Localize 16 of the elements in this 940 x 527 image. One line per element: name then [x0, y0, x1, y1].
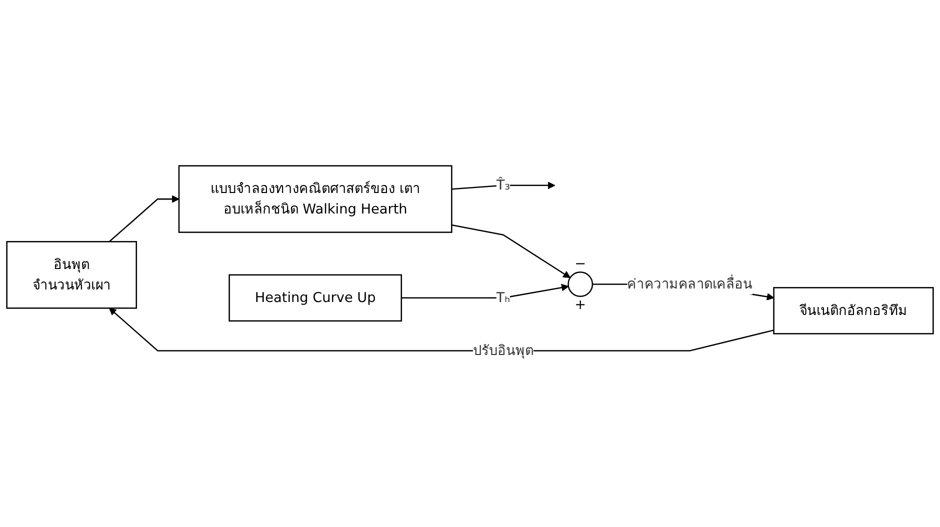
edge-label: Tₕ	[496, 289, 510, 306]
node-label: −	[574, 255, 586, 272]
edge-label: ปรับอินพุต	[472, 342, 534, 359]
arrow	[401, 284, 569, 299]
arrow	[108, 308, 774, 352]
edge-label: T̂₃	[496, 177, 510, 194]
arrow	[108, 195, 180, 242]
node-box: แบบจำลองทางคณิตศาสตร์ของ เตาอบเหล็กชนิด Walking Hearth	[178, 165, 452, 234]
node-box: จีนเนติกอัลกอริทึม	[773, 287, 934, 334]
edge-label: ค่าความคลาดเคลื่อน	[627, 276, 752, 292]
arrow	[452, 224, 570, 278]
node-box: อินพุต จำนวนหัวเผา	[6, 241, 138, 309]
node-label: +	[574, 296, 586, 312]
arrow	[452, 182, 556, 190]
node-circle	[568, 272, 594, 298]
node-box: Heating Curve Up	[228, 274, 402, 322]
